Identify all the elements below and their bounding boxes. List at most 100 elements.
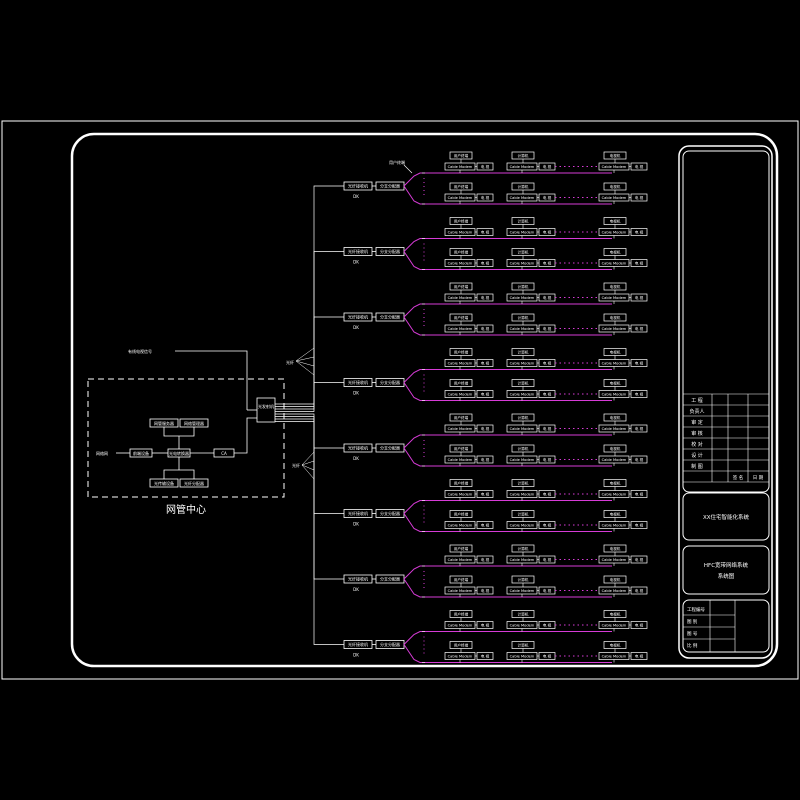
cable-modem-label: Cable Modem [448, 393, 473, 397]
fiber-line [275, 316, 344, 410]
terminal-head-label: 电视机 [610, 577, 621, 582]
terminal-head-label: 电视机 [610, 381, 621, 386]
drawing-frame [70, 132, 779, 668]
tv-label: 电 视 [635, 164, 644, 169]
cable-modem-label: Cable Modem [602, 427, 627, 431]
sign-footer-label: 日 期 [753, 475, 764, 481]
transport-label: 光传输设备 [154, 480, 174, 486]
info-row-label: 比 例 [687, 642, 698, 649]
tv-box [630, 555, 648, 564]
tv-box [476, 490, 494, 498]
terminal-head-label: 计算机 [518, 350, 529, 355]
coax-branch-line [403, 172, 612, 187]
terminal-head-label: 用户终端 [454, 643, 469, 648]
terminal-head-label: 电视机 [610, 415, 621, 420]
node-code-label: DK [353, 522, 359, 527]
terminal-head-label: 计算机 [518, 512, 529, 517]
optical-node-label: 光纤接收机 [348, 510, 368, 516]
fiber-fan-line [301, 464, 315, 471]
node-code-label: DK [353, 456, 359, 461]
cable-modem-label: Cable Modem [448, 165, 473, 169]
cable-modem-label: Cable Modem [448, 624, 473, 628]
cable-modem-label: Cable Modem [448, 327, 473, 331]
terminal-head-label: 用户终端 [454, 153, 469, 158]
tv-box [476, 193, 494, 202]
tv-label: 电 视 [481, 230, 490, 235]
cable-modem-label: Cable Modem [510, 458, 535, 462]
terminal-head-label: 计算机 [518, 546, 529, 551]
terminal-head-label: 计算机 [518, 612, 529, 617]
tv-box [476, 586, 494, 595]
tv-label: 电 视 [481, 326, 490, 331]
tv-box [476, 652, 494, 660]
coax-branch-line [403, 185, 612, 205]
tv-box [630, 521, 648, 529]
tv-label: 电 视 [635, 326, 644, 331]
coax-branch-line [403, 251, 612, 270]
fiber-fan-line [295, 356, 315, 362]
cable-modem-label: Cable Modem [510, 262, 535, 266]
terminal-head-label: 电视机 [610, 446, 621, 451]
drawing-name-1: HFC宽带网络系统 [704, 561, 749, 569]
sheet-border [1, 120, 799, 680]
cable-modem-label: Cable Modem [510, 558, 535, 562]
tv-label: 电 视 [635, 361, 644, 366]
cable-modem-label: Cable Modem [448, 362, 473, 366]
tv-box [476, 293, 494, 302]
tv-label: 电 视 [481, 523, 490, 528]
net-manager-label: 网络管理器 [184, 420, 204, 426]
optical-transmitter-label: 光发射机 [258, 403, 274, 409]
fiber-label-down: 光纤 [292, 462, 300, 468]
cable-modem-label: Cable Modem [602, 458, 627, 462]
external-signal-label: 有线电视信号 [128, 348, 152, 354]
cable-modem-label: Cable Modem [602, 196, 627, 200]
cable-modem-label: Cable Modem [448, 196, 473, 200]
tv-box [476, 324, 494, 333]
tv-label: 电 视 [481, 492, 490, 497]
coax-branch-line [403, 513, 612, 532]
coax-branch-line [403, 369, 612, 383]
ca-label: CA [221, 451, 227, 456]
fiber-fan-line [295, 360, 315, 376]
tv-label: 电 视 [543, 457, 552, 462]
tv-label: 电 视 [635, 623, 644, 628]
cable-modem-label: Cable Modem [602, 231, 627, 235]
tv-box [476, 390, 494, 398]
terminal-head-label: 计算机 [518, 284, 529, 289]
tv-label: 电 视 [543, 426, 552, 431]
terminal-head-label: 电视机 [610, 643, 621, 648]
tv-box [630, 293, 648, 302]
terminal-head-label: 计算机 [518, 184, 529, 189]
terminal-head-label: 计算机 [518, 643, 529, 648]
terminal-head-label: 用户终端 [454, 315, 469, 320]
cable-modem-label: Cable Modem [510, 393, 535, 397]
cable-modem-label: Cable Modem [448, 493, 473, 497]
splitter-label: 分支分配器 [380, 445, 400, 451]
coax-branch-line [403, 447, 612, 467]
terminal-head-label: 计算机 [518, 446, 529, 451]
cable-modem-label: Cable Modem [602, 393, 627, 397]
tv-box [476, 424, 494, 433]
user-terminal-label: 用户终端 [389, 159, 405, 165]
optical-node-label: 光纤接收机 [348, 379, 368, 385]
terminal-head-label: 电视机 [610, 219, 621, 224]
coax-branch-line [403, 578, 612, 598]
tv-label: 电 视 [543, 654, 552, 659]
tv-label: 电 视 [635, 230, 644, 235]
title-block-upper [682, 150, 770, 493]
tv-label: 电 视 [481, 392, 490, 397]
terminal-head-label: 电视机 [610, 284, 621, 289]
sign-row-label: 工 程 [691, 397, 703, 404]
tv-label: 电 视 [543, 361, 552, 366]
info-row-label: 图 号 [687, 631, 698, 637]
tv-label: 电 视 [635, 457, 644, 462]
cable-modem-label: Cable Modem [602, 493, 627, 497]
optical-node-label: 光纤接收机 [348, 576, 368, 582]
info-box [682, 599, 770, 653]
mgmt-server-label: 网管服务器 [154, 420, 174, 426]
optical-node-label: 光纤接收机 [348, 248, 368, 254]
splitter-label: 分支分配器 [380, 379, 400, 385]
